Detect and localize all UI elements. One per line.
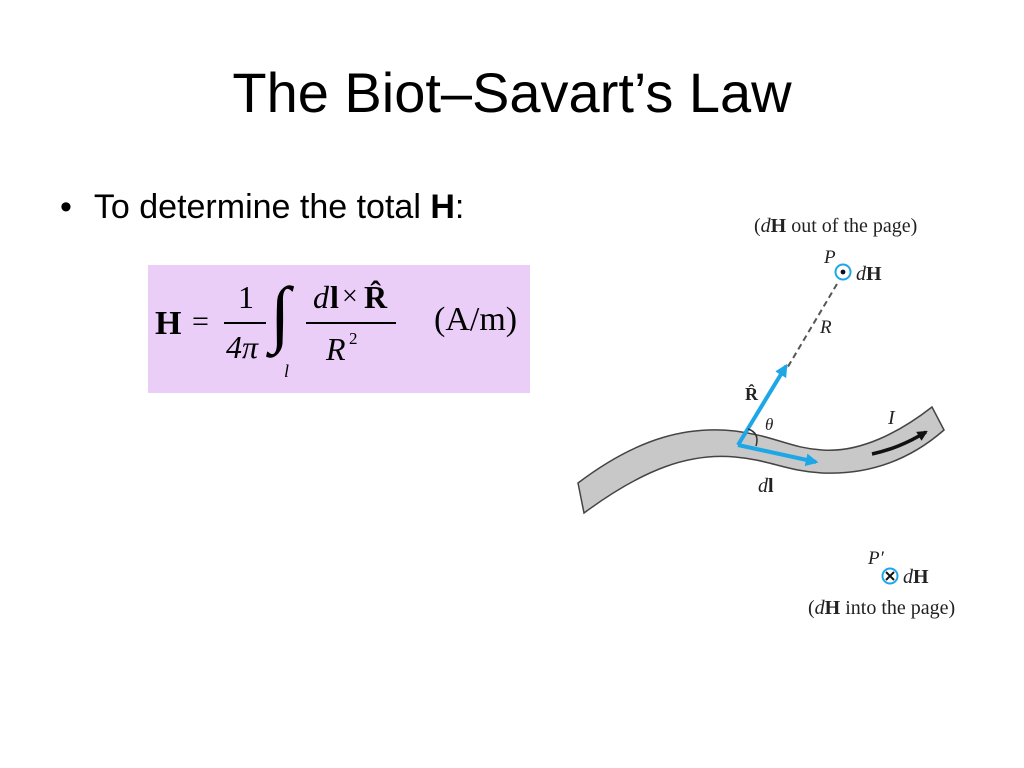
current-i-label: I — [887, 407, 896, 429]
r-hat-vector — [736, 363, 788, 447]
eq-den-r: R — [326, 331, 346, 367]
out-of-page-dot — [840, 269, 846, 275]
eq-equals: = — [192, 305, 209, 338]
into-page-icon — [881, 567, 899, 585]
dl-label: dl — [758, 475, 774, 497]
eq-integral-limit: l — [284, 361, 290, 381]
slide-title: The Biot–Savart’s Law — [232, 61, 792, 124]
bullet-text: To determine the total — [93, 188, 431, 226]
dl-vector — [737, 443, 819, 467]
current-direction-arrow — [871, 430, 928, 456]
eq-units: (A/m) — [434, 301, 518, 338]
current-wire — [577, 405, 945, 515]
bullet-item: • To determine the total H: — [60, 188, 464, 227]
out-of-page-icon — [834, 263, 852, 281]
point-p-prime-label: P′ — [867, 548, 885, 569]
theta-label: θ — [765, 415, 773, 434]
theta-arc — [747, 428, 758, 447]
eq-num-d: d — [313, 279, 329, 315]
bottom-caption: (dH into the page) — [808, 597, 955, 619]
eq-den-exp: 2 — [349, 329, 358, 348]
eq-coef-num: 1 — [238, 279, 254, 315]
into-page-cross — [885, 571, 895, 581]
bullet-marker: • — [60, 188, 72, 226]
r-hat-label: R̂ — [745, 384, 759, 404]
r-distance-line — [785, 283, 838, 371]
eq-coef-den: 4π — [226, 329, 259, 365]
dh-label-top: dH — [856, 263, 882, 285]
bullet-suffix: : — [454, 188, 465, 226]
r-label: R — [819, 317, 832, 338]
eq-main-fraction-bar — [306, 322, 396, 324]
eq-lhs-h: H — [155, 305, 182, 342]
biot-savart-diagram: (dH out of the page) P dH R I R̂ dl θ P′… — [577, 215, 955, 619]
eq-coef-fraction-bar — [224, 322, 266, 324]
dh-label-bottom: dH — [903, 566, 929, 588]
bullet-bold-h: H — [430, 188, 455, 226]
eq-num-l: l — [330, 279, 339, 315]
point-p-label: P — [823, 247, 836, 268]
eq-times: × — [342, 281, 358, 312]
eq-num-rhat: R̂ — [364, 279, 388, 315]
eq-integral-sign: ∫ — [270, 273, 291, 355]
equation-box: H = 1 4π ∫ l d l × R̂ R 2 (A/m) — [148, 265, 530, 393]
top-caption: (dH out of the page) — [754, 215, 917, 237]
